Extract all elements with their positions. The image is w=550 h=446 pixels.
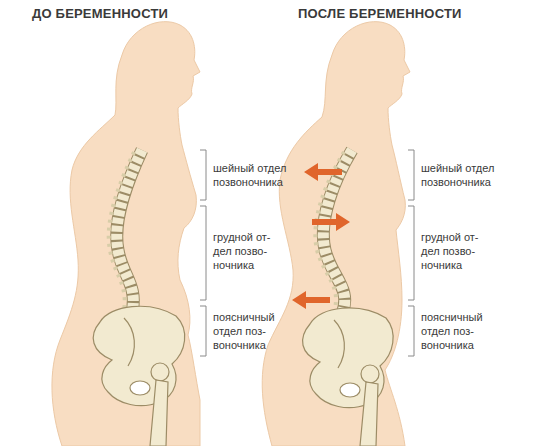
spine-section-label: поясничный отдел поз- воночника [213,310,287,352]
pelvis [93,306,184,446]
body-silhouette [52,22,200,446]
spine [109,150,142,312]
spine-section-label: грудной от- дел позво- ночника [213,230,287,272]
bracket [408,150,414,356]
spine-section-label: грудной от- дел позво- ночника [421,230,495,272]
pelvis [303,308,394,446]
spine-section-label: шейный отдел позвоночника [421,161,495,189]
body-silhouette [262,22,410,446]
column-heading: ПОСЛЕ БЕРЕМЕННОСТИ [298,6,462,21]
spine-section-label: поясничный отдел поз- воночника [421,310,495,352]
column-heading: ДО БЕРЕМЕННОСТИ [32,6,168,21]
shift-arrow [292,163,350,309]
spine-section-label: шейный отдел позвоночника [213,161,287,189]
bracket [200,150,206,356]
